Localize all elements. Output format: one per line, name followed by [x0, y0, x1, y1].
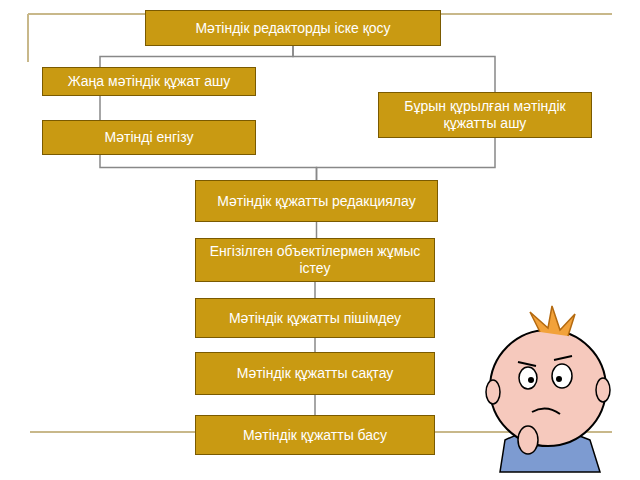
box-label: Жаңа мәтіндік құжат ашу — [68, 73, 231, 90]
connector-line — [314, 282, 316, 298]
box-label: Мәтінді енгізу — [105, 129, 194, 146]
connector-line — [100, 46, 293, 67]
connector-line — [317, 138, 496, 180]
connector — [100, 96, 101, 120]
box-label: Мәтіндік редакторды іске қосу — [195, 20, 390, 37]
process-box: Мәтіндік құжатты пішімдеу — [195, 298, 435, 338]
box-label: Мәтіндік құжатты редакциялау — [217, 193, 415, 210]
connector-line — [100, 155, 317, 180]
connector-line — [316, 222, 318, 238]
box-label: Енгізілген объектілермен жұмыс істеу — [204, 243, 426, 277]
connector — [315, 338, 316, 352]
process-box: Жаңа мәтіндік құжат ашу — [42, 67, 256, 96]
box-label: Мәтіндік құжатты сақтау — [237, 365, 394, 382]
connector-line — [99, 96, 101, 120]
connector-line — [293, 46, 495, 92]
connector-line — [314, 338, 316, 352]
process-box: Мәтінді енгізу — [42, 120, 256, 155]
process-box: Енгізілген объектілермен жұмыс істеу — [195, 238, 435, 282]
process-box: Мәтіндік құжатты басу — [195, 415, 435, 455]
connector — [293, 46, 495, 92]
connector — [315, 282, 316, 298]
process-box: Бұрын құрылған мәтіндік құжатты ашу — [378, 92, 592, 138]
box-label: Мәтіндік құжатты пішімдеу — [229, 310, 401, 327]
connector — [100, 46, 293, 67]
box-label: Мәтіндік құжатты басу — [243, 427, 387, 444]
process-box: Мәтіндік редакторды іске қосу — [145, 10, 441, 46]
connector-line — [314, 395, 316, 415]
frame-line — [27, 14, 29, 62]
connector — [100, 155, 317, 180]
connector — [316, 222, 317, 238]
cartoon-kid — [486, 306, 610, 472]
connector — [315, 395, 316, 415]
process-box: Мәтіндік құжатты сақтау — [195, 352, 435, 395]
box-label: Бұрын құрылған мәтіндік құжатты ашу — [387, 98, 583, 132]
process-box: Мәтіндік құжатты редакциялау — [195, 180, 438, 222]
connector — [317, 138, 496, 180]
